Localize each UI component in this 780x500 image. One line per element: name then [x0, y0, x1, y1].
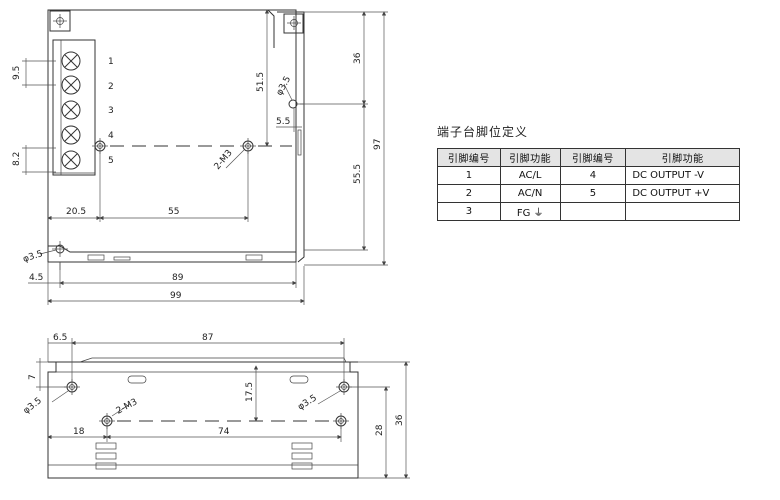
- bottom-slot: [113, 256, 131, 261]
- pin-number-cell: 3: [437, 202, 501, 221]
- left-hole: [52, 241, 68, 257]
- terminal-numbers: 1 2 3 4 5: [108, 57, 114, 166]
- dim-20-5: 20.5: [66, 207, 86, 217]
- dim-6-5: 6.5: [53, 333, 67, 343]
- dim-97: 97: [373, 139, 383, 150]
- terminal-screws: [61, 51, 81, 170]
- terminal-number-5: 5: [108, 156, 114, 166]
- header-pin-number: 引脚编号: [437, 148, 501, 167]
- top-left-tab: [49, 10, 71, 32]
- fg-label: FG: [516, 208, 531, 219]
- pin-table-title: 端子台脚位定义: [437, 125, 529, 139]
- pin-table-header-row: 引脚编号 引脚功能 引脚编号 引脚功能: [437, 148, 740, 167]
- pin-function-cell: FG ⏚: [499, 202, 561, 221]
- crosshair-icon: [287, 16, 301, 30]
- ground-icon: ⏚: [533, 208, 544, 219]
- right-flange-tab: [283, 13, 304, 34]
- header-pin-function: 引脚功能: [625, 148, 740, 167]
- m3-hole-right: [240, 138, 256, 154]
- dim-hole-left: φ3.5: [22, 249, 44, 265]
- bottom-slot: [245, 254, 263, 261]
- dim-4-5: 4.5: [29, 273, 43, 283]
- bottom-view-outline: [47, 361, 359, 479]
- terminal-block: [52, 39, 96, 176]
- terminal-screw-1: [61, 51, 81, 71]
- table-row: 2 AC/N 5 DC OUTPUT +V: [437, 184, 740, 203]
- pin-number-cell: 1: [437, 166, 501, 185]
- dim-5-5: 5.5: [276, 117, 290, 127]
- terminal-number-3: 3: [108, 106, 114, 116]
- dim-99: 99: [170, 291, 182, 301]
- oblong-slot: [289, 375, 309, 384]
- table-row: 1 AC/L 4 DC OUTPUT -V: [437, 166, 740, 185]
- top-right-corner: [264, 9, 275, 48]
- dim-55-5: 55.5: [353, 164, 363, 184]
- dim-51-5: 51.5: [256, 72, 266, 92]
- terminal-screw-3: [61, 100, 81, 120]
- bottom-slot: [87, 254, 105, 261]
- oblong-slot: [127, 375, 147, 384]
- terminal-number-1: 1: [108, 57, 114, 67]
- bottom-flange: [48, 245, 296, 253]
- dim-28: 28: [375, 424, 385, 436]
- header-pin-number: 引脚编号: [559, 148, 627, 167]
- terminal-screw-4: [61, 125, 81, 145]
- right-flange: [277, 11, 305, 263]
- dim-hole-top: φ3.5: [275, 75, 293, 98]
- dim-36-top: 36: [353, 52, 363, 64]
- dim-55: 55: [168, 207, 179, 217]
- dim-36-bottom: 36: [395, 414, 405, 426]
- bottom-view: 6.5 87 7 φ3.5 2-M3 17.5 φ3.5 28 36 18 74: [22, 333, 410, 479]
- pin-function-cell: DC OUTPUT +V: [625, 184, 740, 203]
- vent-slots: [95, 442, 313, 470]
- dim-9-5: 9.5: [12, 66, 22, 80]
- dim-87: 87: [202, 333, 213, 343]
- bottom-hole-left: [64, 379, 80, 395]
- pin-number-cell: 5: [559, 184, 627, 203]
- pin-function-cell: [625, 202, 740, 221]
- dim-bottom-hole-right: φ3.5: [296, 393, 318, 412]
- dim-89: 89: [172, 273, 184, 283]
- terminal-screw-2: [61, 75, 81, 95]
- top-view: 1 2 3 4 5 9.5 8.2 51.5: [12, 9, 388, 305]
- terminal-screw-5: [61, 150, 81, 170]
- pin-definition-section: 端子台脚位定义 引脚编号 引脚功能 引脚编号 引脚功能 1 AC/L 4 DC …: [437, 123, 740, 221]
- pin-number-cell: 4: [559, 166, 627, 185]
- top-view-outline: [47, 9, 297, 263]
- dim-7: 7: [28, 374, 38, 380]
- table-row: 3 FG ⏚: [437, 202, 740, 221]
- dim-74: 74: [218, 427, 230, 437]
- terminal-number-4: 4: [108, 131, 114, 141]
- terminal-number-2: 2: [108, 82, 114, 92]
- dim-m3-bottom: 2-M3: [115, 397, 140, 416]
- pin-function-cell: AC/L: [499, 166, 561, 185]
- dim-17-5: 17.5: [245, 382, 255, 402]
- dim-18: 18: [73, 427, 85, 437]
- pin-function-cell: AC/N: [499, 184, 561, 203]
- header-pin-function: 引脚功能: [499, 148, 561, 167]
- pin-function-cell: DC OUTPUT -V: [625, 166, 740, 185]
- pin-table: 引脚编号 引脚功能 引脚编号 引脚功能 1 AC/L 4 DC OUTPUT -…: [437, 148, 740, 221]
- dim-m3-top: 2-M3: [213, 148, 235, 172]
- pin-number-cell: 2: [437, 184, 501, 203]
- pin-number-cell: [559, 202, 627, 221]
- flange-slot: [297, 129, 302, 156]
- dim-bottom-hole-left: φ3.5: [22, 396, 44, 416]
- crosshair-icon: [53, 14, 67, 28]
- dim-8-2: 8.2: [12, 152, 22, 166]
